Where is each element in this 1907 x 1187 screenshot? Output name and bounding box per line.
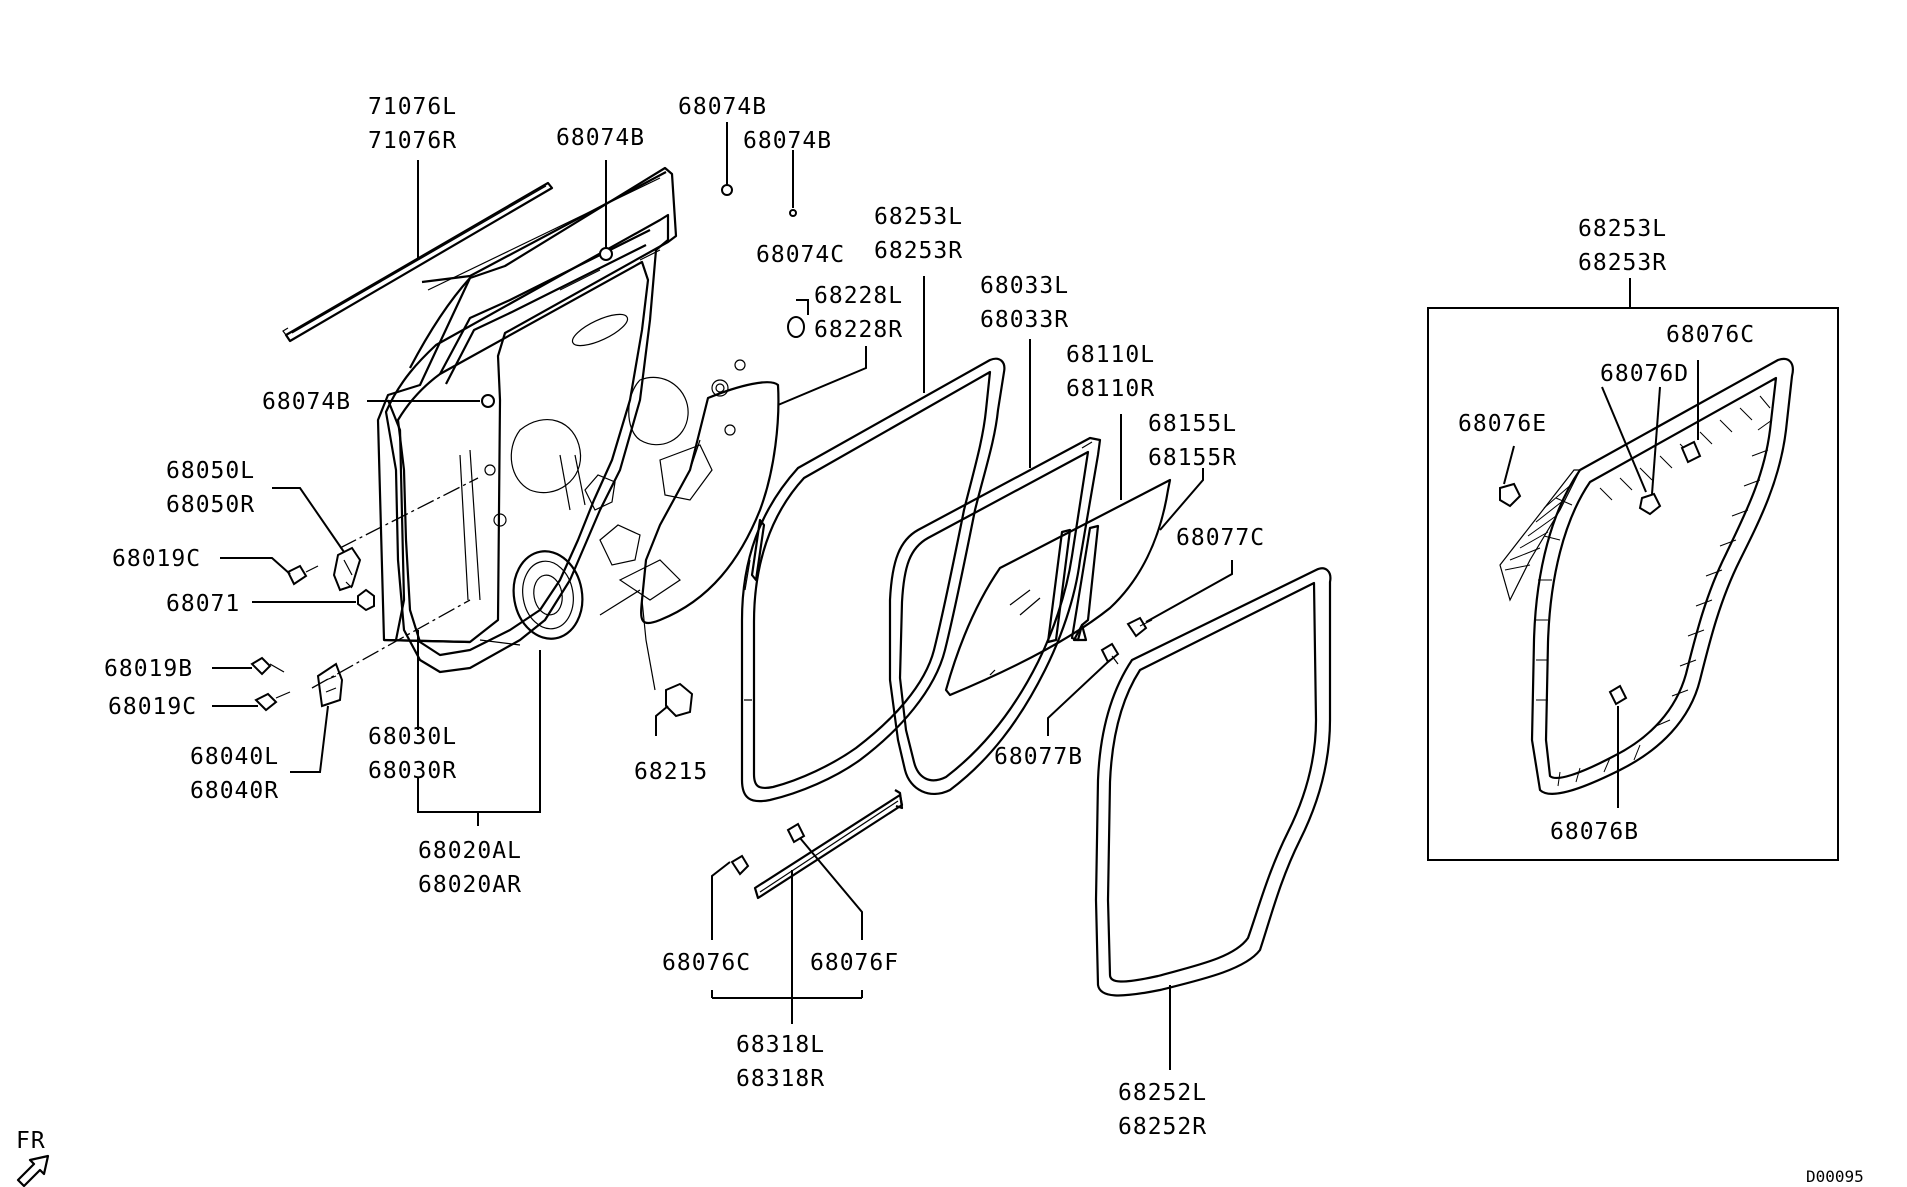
label-inset-68076d: 68076D <box>1600 361 1689 387</box>
label-68318l: 68318L <box>736 1032 825 1058</box>
grommet-68074c <box>787 316 805 338</box>
door-check-68050 <box>332 546 362 592</box>
nut-68071 <box>357 588 375 612</box>
front-arrow-icon <box>16 1154 50 1187</box>
part-labels: 71076L 71076R 68074B 68074B 68074B 68074… <box>16 94 1864 1186</box>
label-inset-68253r: 68253R <box>1578 250 1667 276</box>
clip-68076e <box>1499 482 1522 508</box>
hinge-68040 <box>316 662 344 708</box>
label-68033l: 68033L <box>980 273 1069 299</box>
label-68074c: 68074C <box>756 242 845 268</box>
plug-68215 <box>665 682 694 718</box>
grommet-68074b-a <box>599 247 613 261</box>
label-68074b: 68074B <box>556 125 645 151</box>
glass-run-channel-68033 <box>888 436 1102 795</box>
label-68050l: 68050L <box>166 458 255 484</box>
label-68033r: 68033R <box>980 307 1069 333</box>
door-shell-68020 <box>384 213 746 674</box>
clip-68076b <box>1608 684 1628 706</box>
label-inset-68076c: 68076C <box>1666 322 1755 348</box>
clip-68076c-inset <box>1680 440 1702 464</box>
label-71076l: 71076L <box>368 94 457 120</box>
label-68252r: 68252R <box>1118 1114 1207 1140</box>
bolt-68019c-b <box>254 691 291 712</box>
inset-detail <box>1427 278 1839 861</box>
label-68228r: 68228R <box>814 317 903 343</box>
sash-channel-68155 <box>1046 524 1100 644</box>
label-68030r: 68030R <box>368 758 457 784</box>
label-68253l: 68253L <box>874 204 963 230</box>
door-outer-panel-68030 <box>376 166 678 644</box>
label-68215: 68215 <box>634 759 708 785</box>
grommet-68074b-b <box>721 184 733 196</box>
label-68020al: 68020AL <box>418 838 522 864</box>
bolt-68019c-a <box>286 564 319 586</box>
label-inset-68076b: 68076B <box>1550 819 1639 845</box>
label-68019b: 68019B <box>104 656 193 682</box>
label-68110l: 68110L <box>1066 342 1155 368</box>
door-opening-weatherstrip-68252 <box>1094 567 1332 997</box>
door-glass-68110 <box>944 478 1172 697</box>
label-71076r: 71076R <box>368 128 457 154</box>
label-68020ar: 68020AR <box>418 872 522 898</box>
label-inset-68253l: 68253L <box>1578 216 1667 242</box>
clip-68076d <box>1638 492 1662 516</box>
waterproof-sheet-68228 <box>640 381 780 691</box>
label-68040r: 68040R <box>190 778 279 804</box>
grommet-68074b-d <box>481 394 495 408</box>
label-68253r: 68253R <box>874 238 963 264</box>
label-68074b: 68074B <box>678 94 767 120</box>
label-68050r: 68050R <box>166 492 255 518</box>
bolt-68019b <box>250 656 285 676</box>
bolt-68077c <box>1126 616 1153 638</box>
label-68228l: 68228L <box>814 283 903 309</box>
leader-lines <box>212 122 1233 1070</box>
label-inset-68076e: 68076E <box>1458 411 1547 437</box>
label-68074b: 68074B <box>262 389 351 415</box>
clip-68076c <box>730 854 750 876</box>
fasteners <box>250 184 1153 876</box>
clip-68076f <box>786 822 806 844</box>
label-68019c: 68019C <box>112 546 201 572</box>
label-68077c: 68077C <box>1176 525 1265 551</box>
label-68155l: 68155L <box>1148 411 1237 437</box>
bolt-68077b <box>1100 642 1120 665</box>
label-68076f: 68076F <box>810 950 899 976</box>
label-68019c: 68019C <box>108 694 197 720</box>
label-68076c: 68076C <box>662 950 751 976</box>
diagram-code: D00095 <box>1806 1167 1864 1186</box>
label-68252l: 68252L <box>1118 1080 1207 1106</box>
label-68071: 68071 <box>166 591 240 617</box>
inset-frame <box>1427 307 1839 861</box>
label-68074b: 68074B <box>743 128 832 154</box>
label-68030l: 68030L <box>368 724 457 750</box>
grommet-68074b-c <box>789 209 797 217</box>
label-68077b: 68077B <box>994 744 1083 770</box>
alignment-lines <box>311 477 479 689</box>
lower-molding-68318 <box>753 789 904 900</box>
label-68110r: 68110R <box>1066 376 1155 402</box>
belt-molding-71076 <box>282 181 554 343</box>
label-68318r: 68318R <box>736 1066 825 1092</box>
label-68040l: 68040L <box>190 744 279 770</box>
weatherstrip-68253 <box>740 357 1006 803</box>
front-direction-label: FR <box>16 1128 46 1154</box>
label-68155r: 68155R <box>1148 445 1237 471</box>
